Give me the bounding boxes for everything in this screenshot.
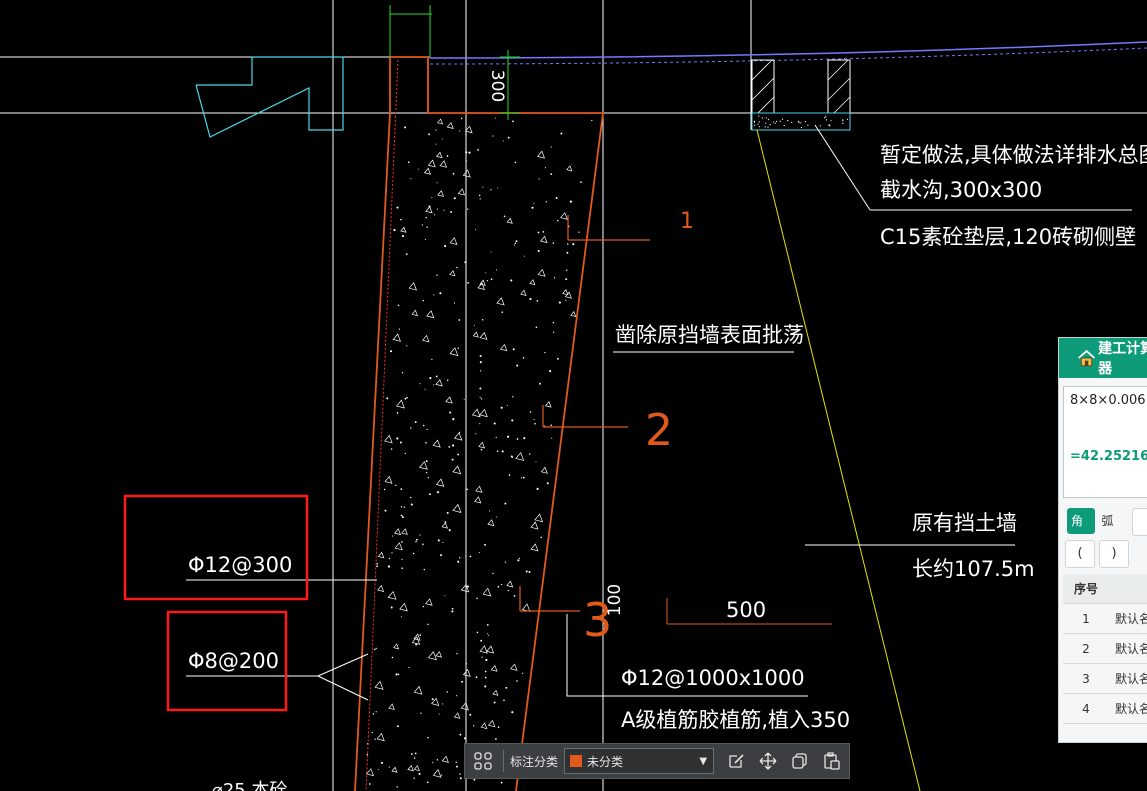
dimension-500: 500 (726, 598, 766, 622)
row-index: 4 (1063, 693, 1109, 724)
row-name: 默认名称 (1108, 633, 1147, 664)
calculator-panel[interactable]: 建工计算器 8×8×0.0061 =42.25216 角度 弧度 ( ) 序号 … (1058, 337, 1147, 743)
leader-line (566, 614, 808, 697)
note-drain-2: 截水沟,300x300 (880, 178, 1042, 202)
row-name: 默认名称 (1108, 603, 1147, 634)
table-header-index: 序号 (1063, 574, 1109, 604)
row-name: 默认名称 (1108, 663, 1147, 694)
chevron-down-icon: ▼ (699, 755, 708, 767)
cyan-profile (195, 56, 344, 138)
copy-icon[interactable] (786, 747, 814, 775)
toolbar-divider (503, 750, 504, 772)
rebar-line (365, 59, 399, 791)
row-index: 2 (1063, 633, 1109, 664)
highlight-box[interactable] (123, 494, 309, 601)
grid-icon[interactable] (469, 747, 497, 775)
calculator-expression: 8×8×0.0061 (1070, 393, 1147, 408)
ditch-wall (751, 59, 775, 114)
move-icon[interactable] (754, 747, 782, 775)
row-index: 1 (1063, 603, 1109, 634)
key-row: ( ) (1065, 540, 1129, 568)
category-label: 标注分类 (510, 754, 559, 769)
category-select-value: 未分类 (587, 754, 624, 769)
dimension-100: 100 (605, 584, 625, 616)
note-remove: 凿除原挡墙表面批荡 (615, 323, 804, 347)
paste-icon[interactable] (818, 747, 846, 775)
note-wall-1: 原有挡土墙 (912, 511, 1017, 535)
leader-line (317, 653, 369, 677)
house-icon (1078, 349, 1095, 367)
ditch-base (751, 112, 851, 131)
ditch-hatch (751, 59, 851, 114)
calculator-title: 建工计算器 (1098, 341, 1147, 377)
row-index: 3 (1063, 663, 1109, 694)
bottom-fragment: ⌀25 本砼 (212, 780, 287, 791)
angle-mode-row: 角度 弧度 (1067, 508, 1147, 554)
note-wall-2: 长约107.5m (912, 557, 1035, 581)
ditch-wall (827, 59, 851, 114)
mode-extra-button[interactable] (1131, 508, 1147, 536)
mark-1: 1 (680, 209, 694, 234)
highlight-box[interactable] (166, 610, 288, 712)
ground-hatch (429, 47, 1147, 65)
row-name: 默认名称 (1108, 693, 1147, 724)
concrete-stipple (366, 115, 849, 788)
degree-button[interactable]: 角度 (1067, 508, 1096, 554)
leader-line (814, 124, 871, 211)
annotation-toolbar: 标注分类 未分类 ▼ (464, 743, 850, 779)
calculator-header[interactable]: 建工计算器 (1059, 338, 1147, 378)
rebar-label-1: Φ12@300 (188, 553, 292, 577)
table-header-name (1108, 574, 1147, 604)
wall-outline (390, 56, 605, 791)
leader-line (317, 675, 369, 701)
note-drain-1: 暂定做法,具体做法详排水总图 (880, 143, 1147, 167)
ground-line (429, 41, 1147, 59)
open-paren-key[interactable]: ( (1065, 540, 1095, 568)
close-paren-key[interactable]: ) (1099, 540, 1129, 568)
table-row[interactable]: 2 默认名称 (1063, 633, 1147, 664)
table-row[interactable]: 1 默认名称 (1063, 603, 1147, 634)
table-row[interactable]: 4 默认名称 (1063, 693, 1147, 724)
history-table: 序号 1 默认名称 2 默认名称 3 默认名称 4 默认名称 (1063, 574, 1147, 724)
radian-button[interactable]: 弧度 (1101, 514, 1114, 554)
calculator-result: =42.25216 (1070, 449, 1147, 464)
edit-icon[interactable] (722, 747, 750, 775)
dimension-300: 300 (487, 70, 507, 102)
table-row[interactable]: 3 默认名称 (1063, 663, 1147, 694)
rebar-label-2: Φ8@200 (188, 649, 279, 673)
category-color-swatch (570, 755, 583, 767)
wall-outline (354, 112, 391, 791)
mark-2: 2 (645, 405, 673, 456)
leader-line-yellow (756, 129, 921, 791)
category-select[interactable]: 未分类 ▼ (564, 748, 715, 774)
note-anchor-2: A级植筋胶植筋,植入350 (621, 708, 850, 732)
note-anchor-1: Φ12@1000x1000 (621, 666, 805, 690)
mark-3: 3 (583, 593, 612, 647)
note-drain-3: C15素砼垫层,120砖砌侧壁 (880, 225, 1136, 249)
calculator-display[interactable]: 8×8×0.0061 =42.25216 (1063, 386, 1147, 498)
